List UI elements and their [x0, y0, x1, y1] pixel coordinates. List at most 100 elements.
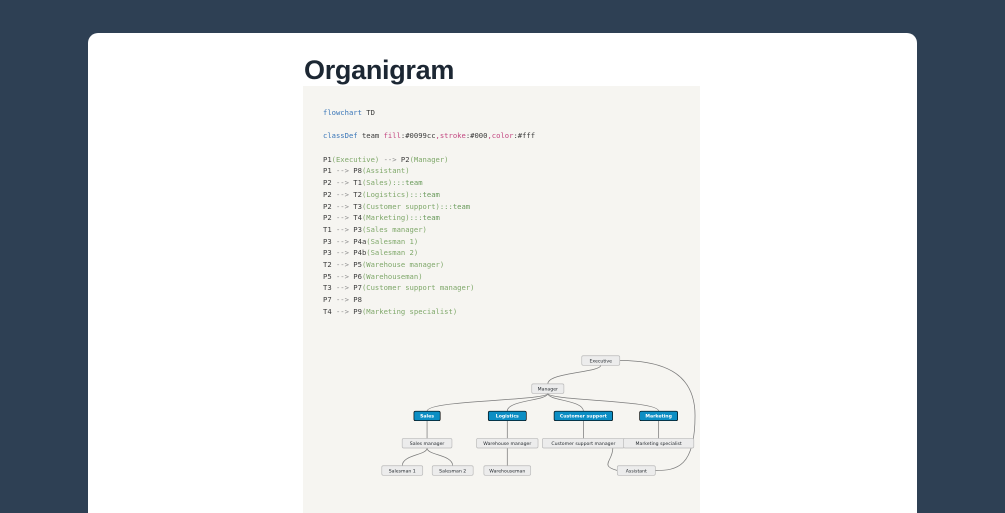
flow-node-p7[interactable]: Customer support manager — [542, 438, 625, 449]
node-label: Sales — [420, 414, 434, 420]
node-shape — [476, 438, 539, 449]
node-label: Assistant — [626, 468, 647, 474]
code-token: :::team — [409, 189, 440, 199]
flow-node-p4b[interactable]: Salesman 2 — [431, 465, 474, 476]
code-token: --> — [331, 166, 354, 176]
code-token: P5 — [353, 259, 362, 269]
code-token: (Manager) — [409, 154, 449, 164]
code-line: P2 --> T3(Customer support):::team — [323, 201, 535, 213]
code-token: --> — [331, 271, 354, 281]
node-label: Warehouseman — [489, 468, 525, 474]
node-shape — [639, 410, 678, 422]
flow-node-t2[interactable]: Logistics — [487, 410, 527, 422]
code-token: (Logistics) — [361, 189, 410, 199]
code-token: P2 — [400, 154, 410, 164]
code-token: :::team — [392, 178, 423, 188]
code-token: flowchart — [323, 108, 362, 117]
code-token: T2 — [323, 259, 332, 269]
code-line: T2 --> P5(Warehouse manager) — [323, 259, 535, 271]
flow-node-p2[interactable]: Manager — [531, 383, 565, 394]
edge-P1-P8 — [619, 360, 696, 471]
code-line: T1 --> P3(Sales manager) — [323, 224, 535, 236]
flow-node-p8[interactable]: Assistant — [616, 465, 656, 476]
flow-node-p9[interactable]: Marketing specialist — [623, 438, 695, 449]
edge-layer — [401, 360, 696, 471]
node-shape — [531, 383, 565, 394]
code-token: T1 — [323, 224, 332, 234]
code-token: P2 — [323, 201, 332, 211]
code-token: (Salesman 2) — [366, 248, 419, 258]
flow-node-p5[interactable]: Warehouse manager — [476, 438, 539, 449]
code-token: T1 — [353, 178, 362, 188]
node-label: Manager — [538, 386, 558, 392]
code-token: P2 — [323, 189, 332, 199]
edge-P2-T4 — [547, 393, 660, 412]
code-line: P1(Executive) --> P2(Manager) — [323, 154, 535, 166]
code-token: :::team — [409, 213, 440, 223]
node-shape — [413, 410, 441, 422]
code-token: :::team — [439, 201, 471, 211]
code-token: T3 — [323, 283, 332, 293]
code-token: :#fff — [513, 131, 536, 141]
code-token: P1 — [323, 154, 332, 164]
node-shape — [483, 465, 532, 476]
code-token: P9 — [353, 306, 362, 316]
code-token: --> — [331, 201, 354, 211]
code-line: T4 --> P9(Marketing specialist) — [323, 306, 535, 318]
flow-node-p6[interactable]: Warehouseman — [483, 465, 532, 476]
code-token: P4b — [353, 248, 367, 258]
code-token: (Salesman 1) — [366, 236, 419, 246]
flow-node-t3[interactable]: Customer support — [553, 410, 613, 422]
code-line: P5 --> P6(Warehouseman) — [323, 271, 535, 283]
node-label: Salesman 2 — [439, 468, 466, 474]
node-label: Warehouse manager — [483, 441, 531, 447]
code-token: classDef — [323, 131, 358, 141]
code-token: , — [487, 131, 492, 141]
code-token: T4 — [323, 306, 332, 316]
edge-P7-P8 — [607, 447, 618, 471]
code-token: --> — [331, 213, 354, 223]
document-card: Organigram flowchart TD classDef team fi… — [88, 33, 917, 513]
node-label: Salesman 1 — [389, 468, 416, 474]
code-lines: flowchart TD classDef team fill:#0099cc,… — [323, 107, 535, 317]
code-token: --> — [331, 189, 354, 199]
flow-node-t1[interactable]: Sales — [413, 410, 441, 422]
code-token: P2 — [323, 178, 332, 188]
code-token: (Warehouseman) — [361, 271, 423, 281]
code-token: stroke — [439, 131, 466, 141]
code-line: P1 --> P8(Assistant) — [323, 165, 535, 177]
code-line: flowchart TD — [323, 107, 535, 119]
flow-node-p1[interactable]: Executive — [581, 355, 621, 366]
code-token: --> — [331, 224, 354, 234]
code-token: (Marketing) — [361, 213, 410, 223]
edge-P2-T3 — [547, 393, 584, 412]
code-token: TD — [366, 108, 375, 117]
flow-node-t4[interactable]: Marketing — [639, 410, 678, 422]
code-line — [323, 142, 535, 154]
code-line: P3 --> P4a(Salesman 1) — [323, 236, 535, 248]
edge-P2-T2 — [506, 393, 549, 412]
node-label: Logistics — [496, 414, 519, 420]
node-shape — [553, 410, 613, 422]
code-token: (Customer support manager) — [361, 283, 475, 293]
code-token: (Sales manager) — [361, 224, 427, 234]
code-token: P3 — [323, 248, 332, 258]
code-token: --> — [331, 306, 354, 316]
code-line: classDef team fill:#0099cc,stroke:#000,c… — [323, 130, 535, 142]
code-token: (Marketing specialist) — [361, 306, 458, 316]
flow-node-p4a[interactable]: Salesman 1 — [381, 465, 424, 476]
flow-node-p3[interactable]: Sales manager — [401, 438, 453, 449]
code-token: (Executive) — [331, 154, 380, 164]
mermaid-code-block[interactable]: flowchart TD classDef team fill:#0099cc,… — [303, 86, 700, 323]
code-line: P2 --> T1(Sales):::team — [323, 177, 535, 189]
code-line: P2 --> T4(Marketing):::team — [323, 212, 535, 224]
code-token: P3 — [353, 224, 362, 234]
node-shape — [487, 410, 527, 422]
node-label: Customer support — [560, 414, 608, 420]
node-shape — [401, 438, 453, 449]
code-token: , — [435, 131, 440, 141]
code-token: --> — [331, 259, 354, 269]
